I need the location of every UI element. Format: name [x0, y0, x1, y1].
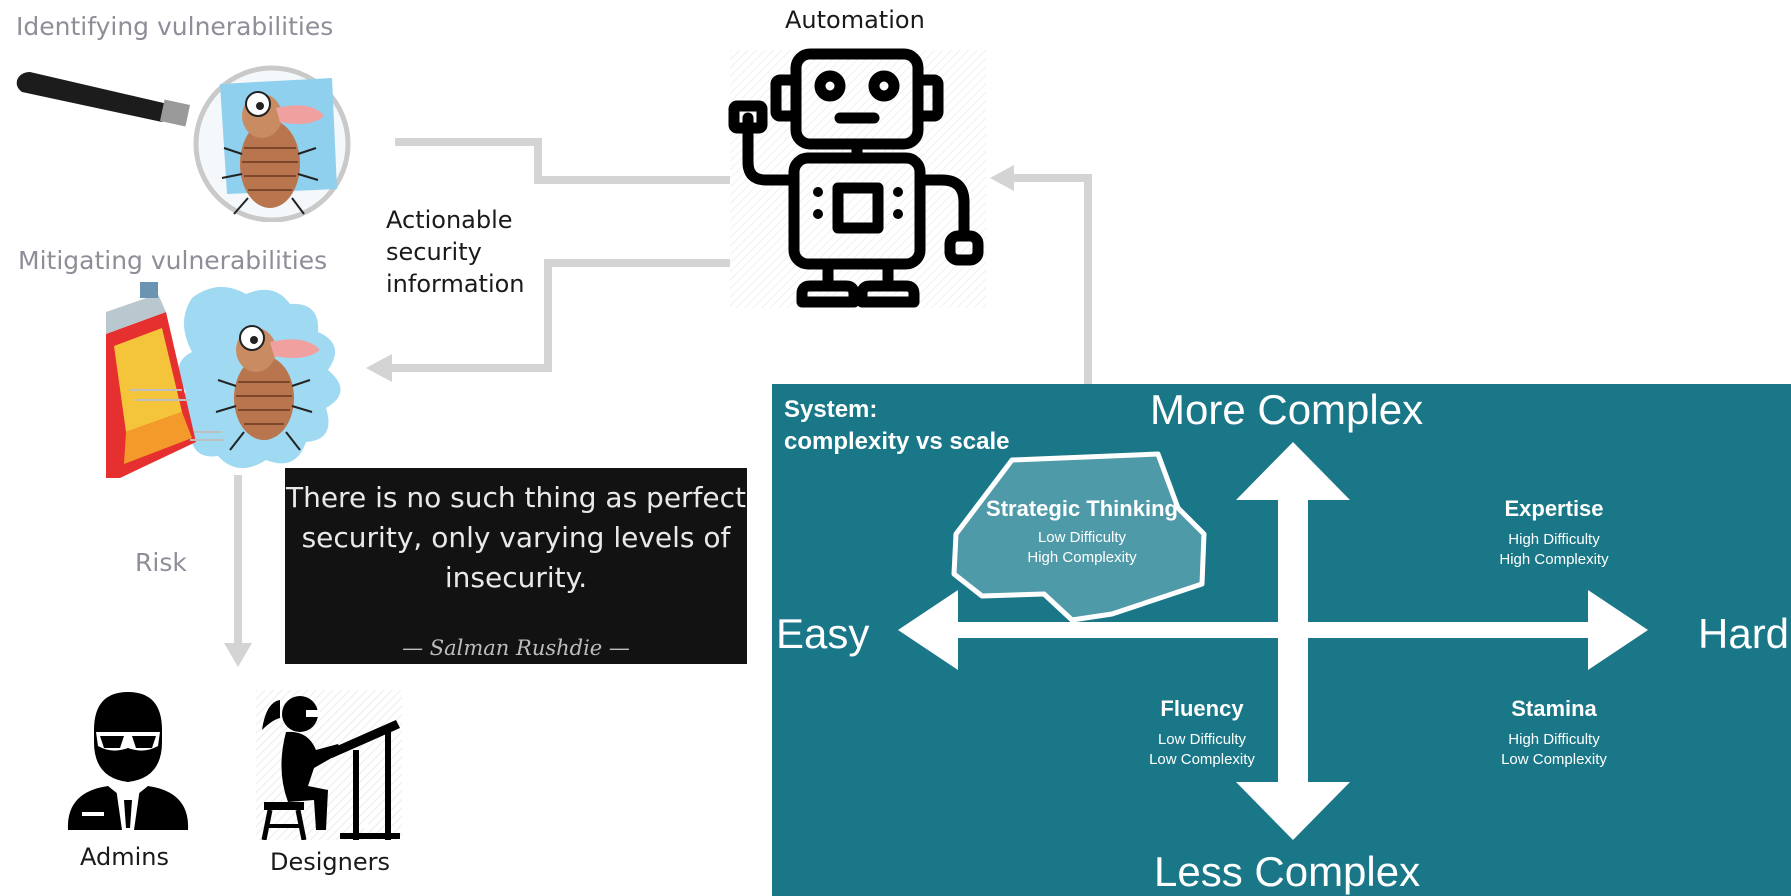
cell-strategic-title: Strategic Thinking	[986, 496, 1178, 521]
admins-label: Admins	[80, 843, 169, 871]
right-arrowhead	[1588, 590, 1648, 670]
connector-robot-to-mitigate	[385, 259, 730, 372]
cell-stamina-sub: High Difficulty Low Complexity	[1444, 730, 1664, 770]
cell-strategic-line-1: Low Difficulty	[1037, 529, 1127, 546]
quadrant-title-line-2: complexity vs scale	[784, 428, 1010, 455]
cell-stamina-line-2: Low Complexity	[1501, 751, 1607, 768]
up-arrowhead	[1236, 442, 1350, 500]
cell-strategic-sub: Low Difficulty High Complexity	[972, 528, 1192, 568]
axis-more-complex: More Complex	[1150, 386, 1424, 433]
strategic-thinking-highlight	[951, 451, 1207, 623]
cell-expertise-line-2: High Complexity	[1499, 551, 1609, 568]
risk-label: Risk	[135, 548, 187, 577]
horizontal-axis-shaft	[948, 622, 1396, 638]
cell-strategic-line-2: High Complexity	[1027, 549, 1137, 566]
cell-fluency-line-1: Low Difficulty	[1157, 731, 1247, 748]
cell-fluency-title: Fluency	[1160, 696, 1244, 721]
magnifying-glass-bug-icon	[16, 65, 351, 222]
down-arrowhead	[1236, 782, 1350, 840]
arrowhead-robot	[990, 165, 1014, 191]
identifying-title: Identifying vulnerabilities	[16, 12, 334, 41]
bug-spray-icon	[106, 282, 341, 478]
mitigating-title: Mitigating vulnerabilities	[18, 246, 328, 275]
quadrant-arrows	[898, 442, 1648, 840]
quadrant-title-line-1: System:	[784, 396, 878, 423]
designer-person-icon	[256, 690, 402, 840]
arrowhead-down	[224, 643, 252, 667]
cell-fluency-sub: Low Difficulty Low Complexity	[1092, 730, 1312, 770]
designers-label: Designers	[270, 848, 390, 876]
cell-stamina-line-1: High Difficulty	[1508, 731, 1600, 748]
cell-fluency-line-2: Low Complexity	[1149, 751, 1255, 768]
quote-box: There is no such thing as perfect securi…	[285, 468, 747, 664]
cell-expertise-sub: High Difficulty High Complexity	[1444, 530, 1664, 570]
vertical-axis-shaft	[1278, 494, 1308, 784]
arrowhead-left	[366, 354, 392, 382]
horizontal-axis-shaft-right	[1388, 622, 1594, 638]
axis-hard: Hard	[1698, 610, 1790, 657]
cell-stamina-title: Stamina	[1511, 696, 1597, 721]
admin-person-icon	[67, 692, 189, 830]
cell-expertise-line-1: High Difficulty	[1508, 531, 1600, 548]
quote-text: There is no such thing as perfect securi…	[285, 481, 747, 594]
axis-less-complex: Less Complex	[1154, 848, 1421, 895]
connector-identify-to-robot	[395, 138, 730, 184]
robot-icon	[728, 48, 986, 308]
actionable-line-1: Actionable	[386, 206, 513, 234]
actionable-line-3: information	[386, 270, 525, 298]
actionable-label: Actionable security information	[386, 204, 525, 300]
left-arrowhead	[898, 590, 958, 670]
complexity-quadrant: System: complexity vs scale More Complex…	[772, 384, 1791, 896]
quadrant-title: System: complexity vs scale	[784, 394, 1009, 458]
automation-title: Automation	[785, 6, 925, 34]
connector-quadrant-to-robot	[1010, 174, 1092, 460]
axis-easy: Easy	[776, 610, 870, 657]
cell-expertise-title: Expertise	[1504, 496, 1604, 521]
quote-author: — Salman Rushdie —	[402, 636, 630, 660]
actionable-line-2: security	[386, 238, 482, 266]
